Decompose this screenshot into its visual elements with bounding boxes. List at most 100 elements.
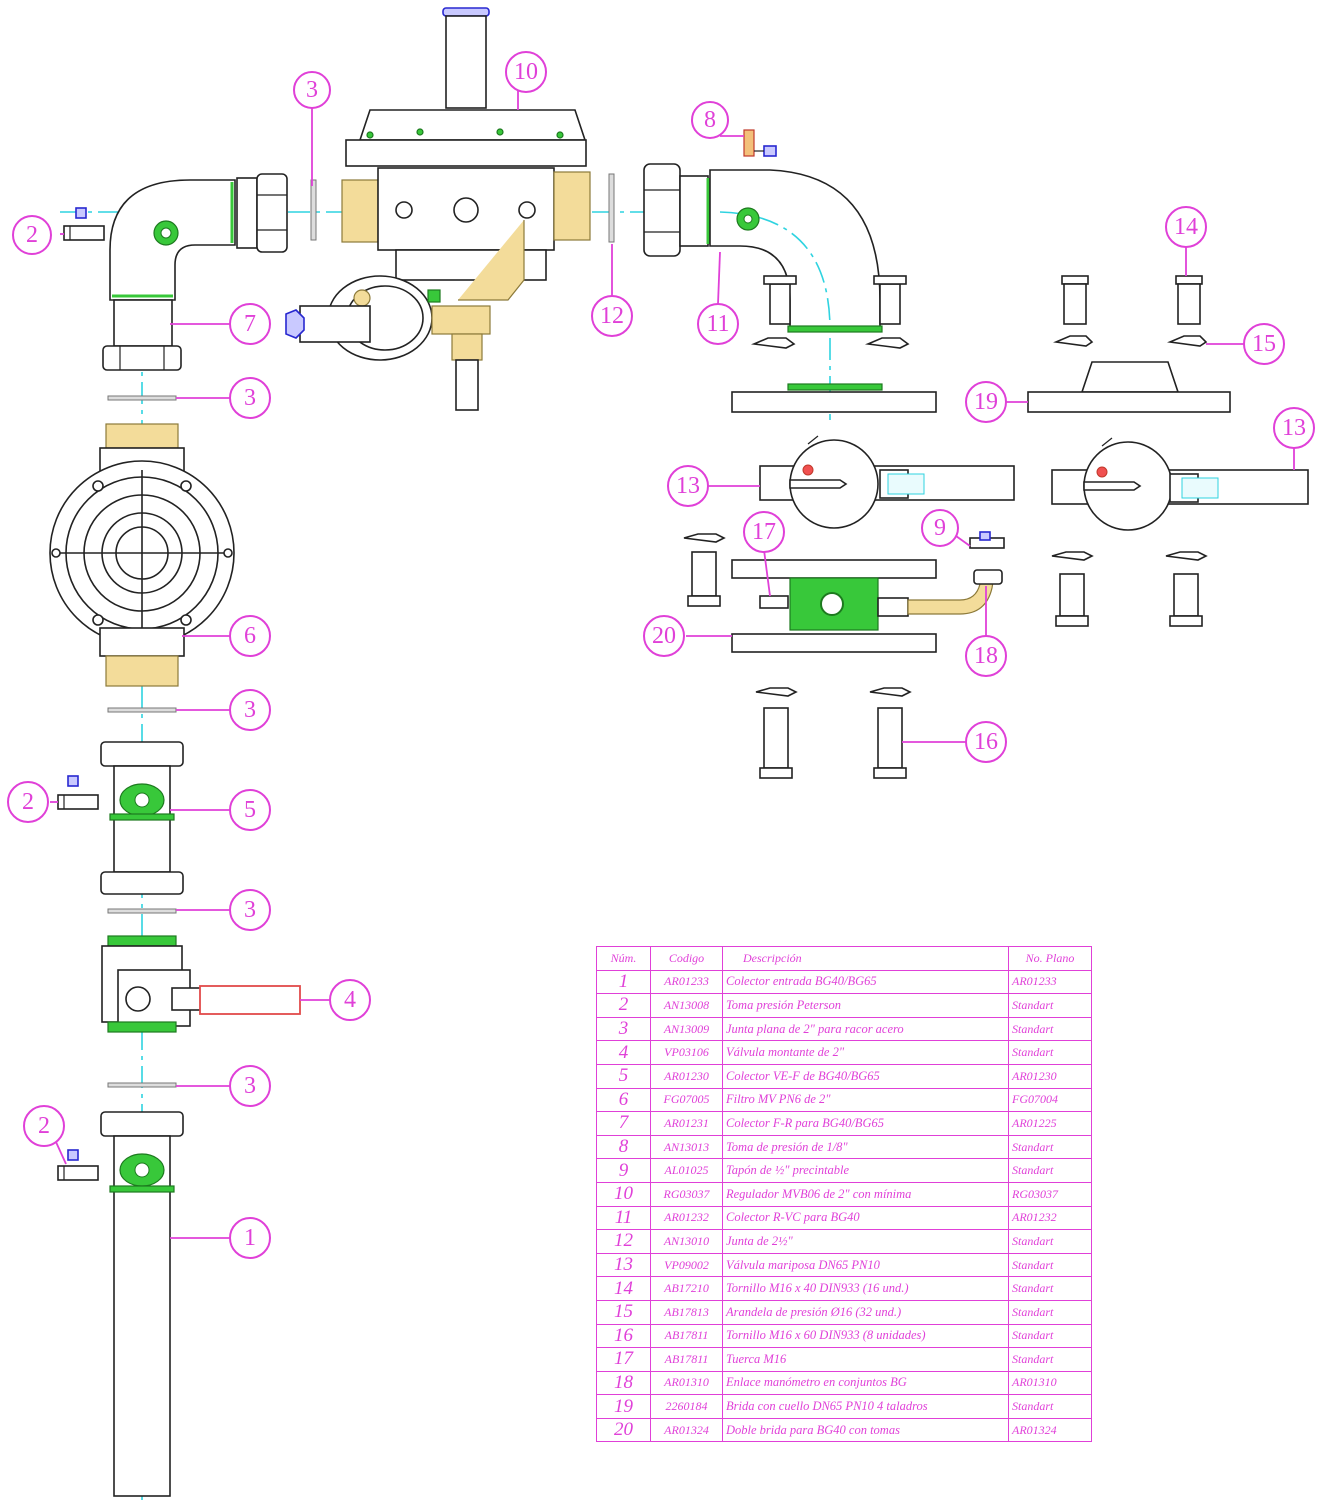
plan-number: Standart	[1008, 993, 1092, 1018]
part-number: 19	[596, 1394, 651, 1419]
callout-label: 14	[1174, 214, 1198, 240]
callout-9: 9	[921, 509, 959, 547]
callout-7: 7	[229, 303, 271, 345]
callout-3-top: 3	[293, 71, 331, 109]
plan-number: AR01324	[1008, 1417, 1092, 1443]
part-number: 17	[596, 1347, 651, 1372]
part-description: Tornillo M16 x 60 DIN933 (8 unidades)	[722, 1323, 1009, 1349]
callout-label: 13	[676, 473, 700, 499]
callout-label: 17	[752, 519, 776, 545]
part-19-flange-with-bolts	[1027, 275, 1231, 413]
plan-number: Standart	[1008, 1229, 1092, 1254]
plan-number: Standart	[1008, 1016, 1092, 1042]
plan-number: Standart	[1008, 1134, 1092, 1160]
callout-2-top: 2	[12, 215, 52, 255]
part-description: Arandela de presión Ø16 (32 und.)	[722, 1299, 1009, 1325]
callout-label: 20	[652, 623, 676, 649]
part-1-inlet-collector	[100, 1111, 184, 1497]
part-number: 6	[596, 1087, 651, 1113]
part-code: AN13008	[650, 993, 723, 1018]
part-description: Enlace manómetro en conjuntos BG	[722, 1370, 1009, 1396]
callout-11: 11	[697, 303, 739, 345]
part-description: Colector R-VC para BG40	[722, 1205, 1009, 1231]
plan-number: Standart	[1008, 1276, 1092, 1301]
callout-label: 3	[306, 77, 318, 103]
loose-bolts	[683, 337, 1208, 779]
part-code: AR01233	[650, 969, 723, 995]
plan-number: Standart	[1008, 1040, 1092, 1065]
part-code: VP03106	[650, 1040, 723, 1065]
callout-label: 19	[974, 389, 998, 415]
part-code: RG03037	[650, 1181, 723, 1207]
part-code: AB17813	[650, 1299, 723, 1325]
part-number: 7	[596, 1111, 651, 1136]
part-description: Colector VE-F de BG40/BG65	[722, 1063, 1009, 1089]
part-code: VP09002	[650, 1252, 723, 1278]
part-code: AR01231	[650, 1111, 723, 1136]
callout-label: 18	[974, 643, 998, 669]
part-4-valve	[101, 935, 301, 1033]
part-8-pressure-tap	[743, 129, 777, 157]
callout-label: 2	[22, 789, 34, 815]
part-number: 11	[596, 1205, 651, 1231]
callout-label: 3	[244, 697, 256, 723]
callout-3-c: 3	[229, 689, 271, 731]
part-number: 9	[596, 1158, 651, 1183]
part-description: Junta de 2½"	[722, 1229, 1009, 1254]
plan-number: AR01310	[1008, 1370, 1092, 1396]
callout-8: 8	[691, 101, 729, 139]
callout-label: 3	[244, 385, 256, 411]
callout-label: 2	[38, 1113, 50, 1139]
part-description: Válvula montante de 2"	[722, 1040, 1009, 1065]
part-code: AR01324	[650, 1417, 723, 1443]
part-code: AL01025	[650, 1158, 723, 1183]
callout-15: 15	[1243, 323, 1285, 365]
part-number: 3	[596, 1016, 651, 1042]
callout-label: 3	[244, 897, 256, 923]
header-description: Descripción	[722, 946, 1009, 971]
callout-2-mid: 2	[7, 781, 49, 823]
callout-6: 6	[229, 615, 271, 657]
part-code: FG07005	[650, 1087, 723, 1113]
callout-label: 7	[244, 311, 256, 337]
callout-1: 1	[229, 1217, 271, 1259]
plan-number: RG03037	[1008, 1181, 1092, 1207]
part-20-double-flange	[731, 559, 1003, 653]
callout-label: 11	[706, 311, 729, 337]
plan-number: Standart	[1008, 1394, 1092, 1419]
part-number: 4	[596, 1040, 651, 1065]
callout-label: 5	[244, 797, 256, 823]
part-number: 8	[596, 1134, 651, 1160]
part-number: 18	[596, 1370, 651, 1396]
header-num: Núm.	[596, 946, 651, 971]
callout-13-left: 13	[667, 465, 709, 507]
callout-13-right: 13	[1273, 407, 1315, 449]
part-code: AB17811	[650, 1323, 723, 1349]
part-number: 20	[596, 1417, 651, 1443]
callout-12: 12	[591, 295, 633, 337]
callout-17: 17	[743, 511, 785, 553]
callout-label: 9	[934, 515, 946, 541]
callout-label: 10	[514, 59, 538, 85]
plan-number: Standart	[1008, 1323, 1092, 1349]
part-description: Colector F-R para BG40/BG65	[722, 1111, 1009, 1136]
callout-label: 15	[1252, 331, 1276, 357]
part-code: 2260184	[650, 1394, 723, 1419]
part-description: Junta plana de 2" para racor acero	[722, 1016, 1009, 1042]
part-code: AR01232	[650, 1205, 723, 1231]
callout-16: 16	[965, 721, 1007, 763]
